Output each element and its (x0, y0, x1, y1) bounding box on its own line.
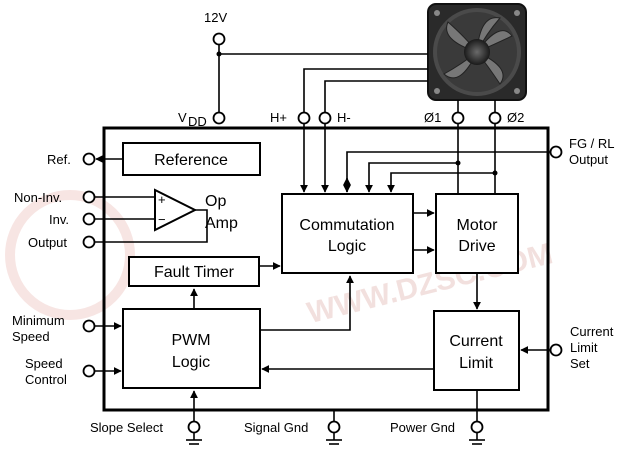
pin-output (82, 235, 96, 249)
pin-speed-control-label-2: Control (25, 372, 67, 387)
pin-phi1: Ø1 (424, 110, 465, 125)
motor-drive-label-1: Motor (457, 217, 499, 234)
fault-timer-label: Fault Timer (154, 264, 235, 281)
pin-current-limit-set-label-2: Limit (570, 340, 598, 355)
fan-image (427, 3, 527, 101)
pin-minimum-speed (82, 319, 96, 333)
pwm-logic-block (122, 308, 261, 389)
pin-output-label: Output (28, 235, 67, 250)
reference-label: Reference (154, 152, 228, 169)
pin-ref (82, 152, 96, 166)
current-limit-label-1: Current (449, 333, 503, 350)
pin-h-plus: H+ (270, 110, 311, 125)
svg-text:−: − (158, 212, 166, 227)
pwm-label-1: PWM (171, 332, 210, 349)
pin-non-inv (82, 190, 96, 204)
svg-text:H-: H- (337, 110, 351, 125)
current-limit-block (433, 310, 520, 391)
pin-current-limit-set (549, 343, 563, 357)
svg-text:Power Gnd: Power Gnd (390, 420, 455, 435)
commutation-logic-block (281, 193, 414, 274)
pin-inv (82, 212, 96, 226)
pin-minimum-speed-label-1: Minimum (12, 313, 65, 328)
svg-text:V: V (178, 110, 187, 125)
pin-vdd: V DD (178, 110, 226, 129)
svg-text:DD: DD (188, 114, 207, 129)
current-limit-label-2: Limit (459, 355, 493, 372)
svg-text:Signal Gnd: Signal Gnd (244, 420, 308, 435)
pin-non-inv-label: Non-Inv. (14, 190, 62, 205)
pin-power-gnd: Power Gnd (390, 420, 485, 445)
pin-current-limit-set-label-1: Current (570, 324, 614, 339)
commutation-label-1: Commutation (299, 217, 394, 234)
svg-text:Slope Select: Slope Select (90, 420, 163, 435)
svg-text:Ø1: Ø1 (424, 110, 441, 125)
pin-minimum-speed-label-2: Speed (12, 329, 50, 344)
op-amp-label-2: Amp (205, 215, 238, 232)
op-amp-label-1: Op (205, 193, 226, 210)
op-amp: + − Op Amp (154, 188, 238, 232)
pin-ref-label: Ref. (47, 152, 71, 167)
pin-fg-rl-label-1: FG / RL (569, 136, 615, 151)
supply-label: 12V (204, 10, 227, 25)
pin-speed-control (82, 364, 96, 378)
pin-phi2: Ø2 (488, 110, 524, 125)
svg-text:+: + (158, 192, 166, 207)
pin-fg-rl (549, 145, 563, 159)
ic-package (102, 126, 550, 412)
supply-pin (212, 32, 226, 46)
pin-signal-gnd: Signal Gnd (244, 420, 342, 445)
watermark-ring (5, 190, 135, 320)
pin-inv-label: Inv. (49, 212, 69, 227)
svg-text:H+: H+ (270, 110, 287, 125)
pin-h-minus: H- (318, 110, 351, 125)
pwm-label-2: Logic (172, 354, 210, 371)
pin-speed-control-label-1: Speed (25, 356, 63, 371)
commutation-label-2: Logic (328, 238, 366, 255)
pin-slope-select: Slope Select (90, 420, 202, 445)
motor-drive-label-2: Drive (458, 238, 495, 255)
pin-current-limit-set-label-3: Set (570, 356, 590, 371)
fault-timer-block (128, 256, 260, 287)
pin-fg-rl-label-2: Output (569, 152, 608, 167)
svg-text:Ø2: Ø2 (507, 110, 524, 125)
